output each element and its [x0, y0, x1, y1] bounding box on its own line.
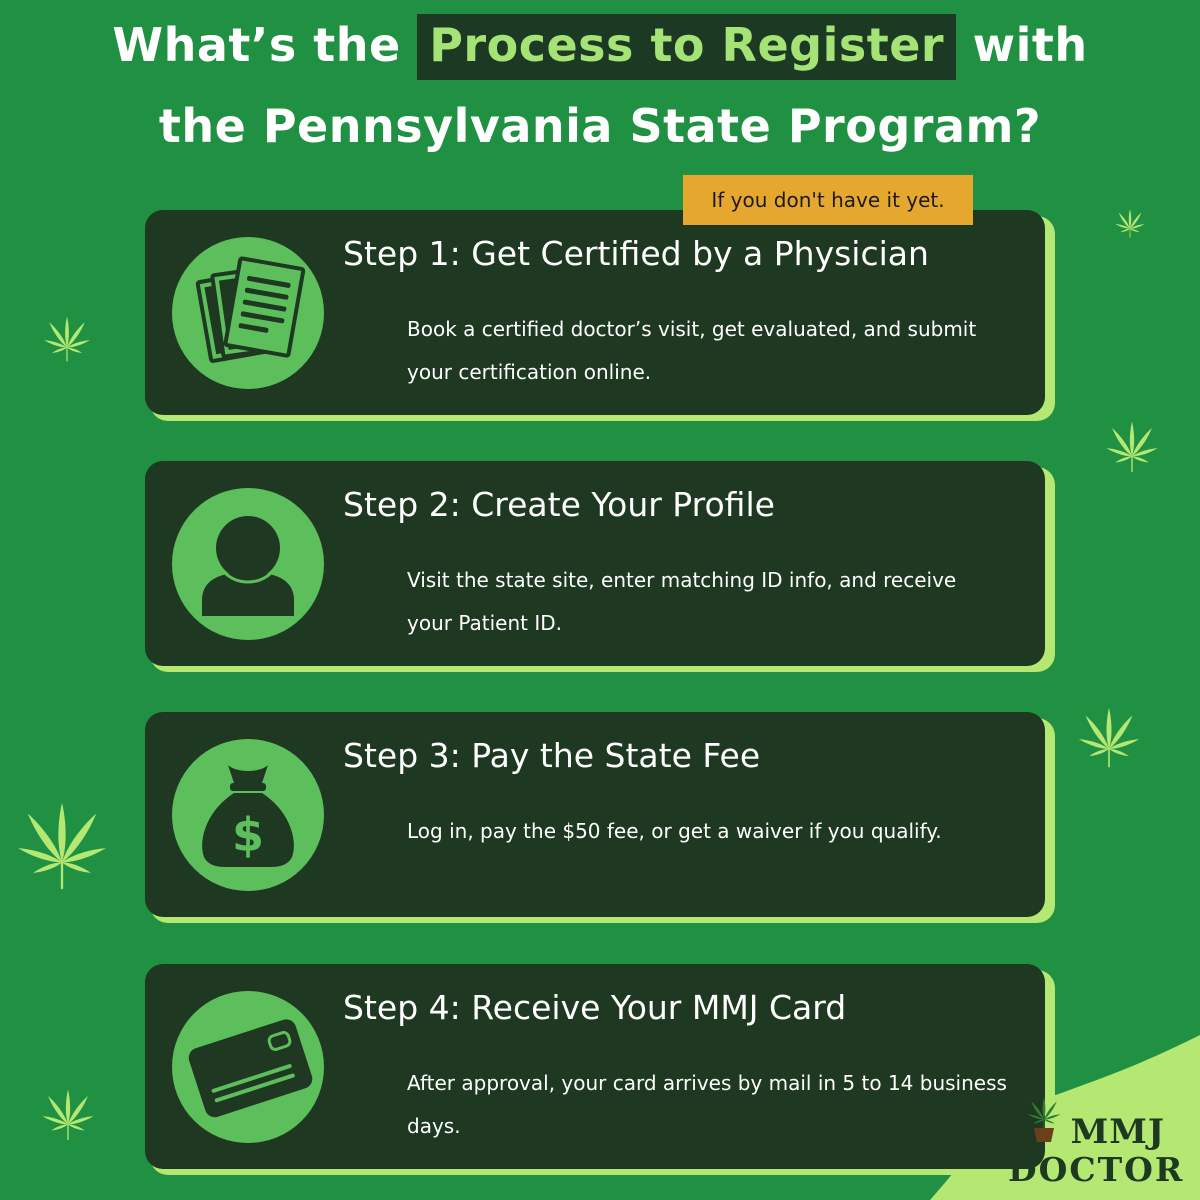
page-title-line-1: What’s the Process to Register with [0, 14, 1200, 80]
cannabis-leaf-icon [41, 1089, 95, 1141]
icon-circle [172, 237, 324, 389]
step-description: Book a certified doctor’s visit, get eva… [407, 317, 977, 384]
icon-circle [172, 991, 324, 1143]
logo-wordmark-line-2: DOCTOR [1008, 1150, 1185, 1189]
page-title-line-2: the Pennsylvania State Program? [158, 99, 1042, 153]
title-highlight: Process to Register [417, 14, 957, 80]
step-card-1: Step 1: Get Certified by a Physician Boo… [145, 210, 1045, 415]
icon-circle: $ [172, 739, 324, 891]
step-card-3: $ Step 3: Pay the State Fee Log in, pay … [145, 712, 1045, 917]
logo: M MMJ DOCTOR [996, 1097, 1196, 1195]
potted-plant-icon [1027, 1097, 1061, 1142]
cannabis-leaf-icon [43, 316, 91, 362]
svg-text:$: $ [232, 808, 264, 862]
user-profile-icon [202, 512, 294, 616]
cannabis-leaf-icon [1115, 208, 1145, 238]
step-card-2: Step 2: Create Your Profile Visit the st… [145, 461, 1045, 666]
step-description: After approval, your card arrives by mai… [407, 1071, 1007, 1138]
title-suffix: with [956, 18, 1088, 72]
cannabis-leaf-icon [1078, 707, 1140, 768]
title-prefix: What’s the [112, 18, 418, 72]
step-description: Log in, pay the $50 fee, or get a waiver… [407, 819, 942, 843]
logo-mmj: MMJ [1070, 1112, 1165, 1152]
logo-letter-m: M [996, 1112, 1035, 1152]
step-title: Step 1: Get Certified by a Physician [343, 234, 929, 273]
cannabis-leaf-icon [1105, 421, 1159, 473]
credit-card-icon [188, 1019, 313, 1118]
logo-wordmark-line-1: M MMJ [996, 1112, 1165, 1152]
step-title: Step 3: Pay the State Fee [343, 736, 761, 775]
money-bag-icon: $ [202, 765, 294, 867]
cannabis-leaf-icon [17, 802, 107, 890]
step-title: Step 2: Create Your Profile [343, 485, 775, 524]
step-title: Step 4: Receive Your MMJ Card [343, 988, 847, 1027]
step-card-4: Step 4: Receive Your MMJ Card After appr… [145, 964, 1045, 1169]
note-tag: If you don't have it yet. [683, 175, 973, 225]
documents-icon [195, 256, 306, 363]
icon-circle [172, 488, 324, 640]
step-description: Visit the state site, enter matching ID … [407, 568, 957, 635]
